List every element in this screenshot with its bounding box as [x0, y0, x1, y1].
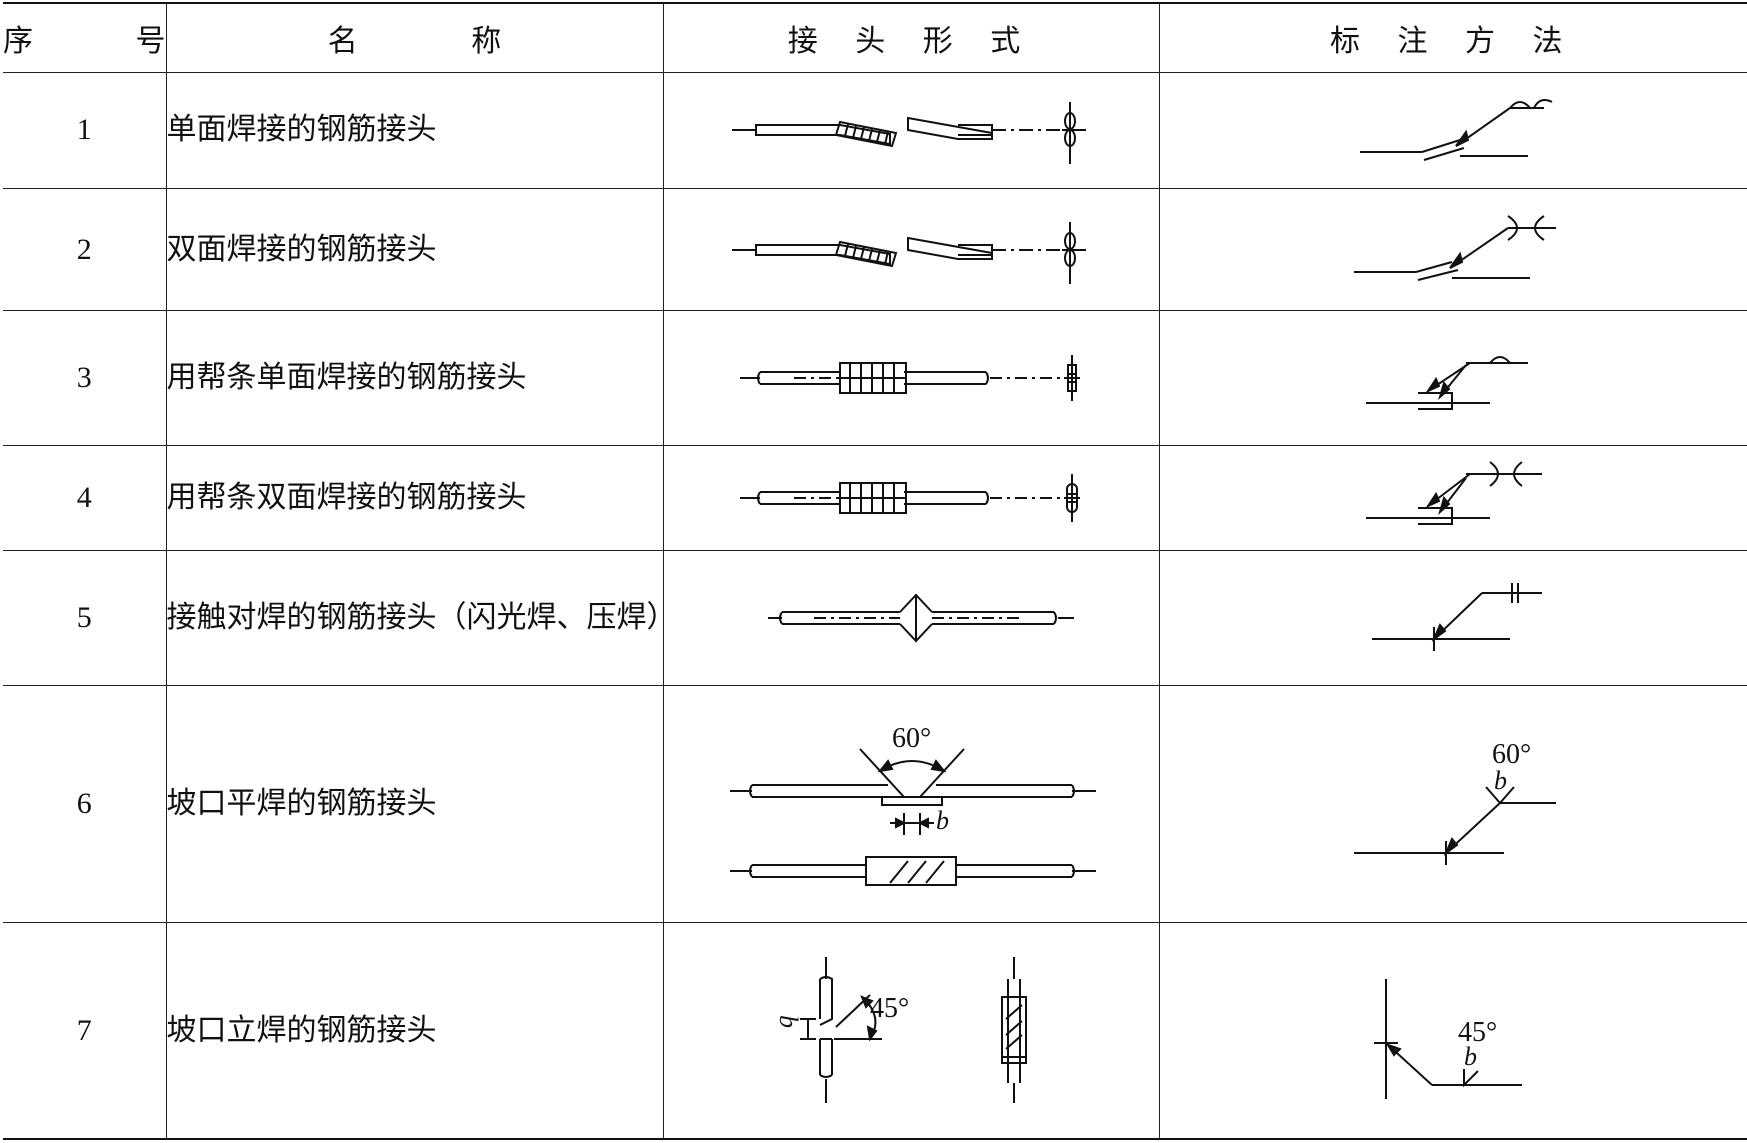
annotation-cell: 60° b — [1158, 684, 1747, 924]
header-method: 标 注 方 法 — [1158, 1, 1747, 73]
joint-form-cell — [662, 549, 1160, 686]
annotation-cell — [1158, 71, 1747, 190]
row-number: 4 — [3, 445, 167, 551]
splice-bar-single-weld-joint-drawing — [739, 355, 1080, 402]
row-name: 坡口平焊的钢筋接头 — [165, 684, 664, 924]
gap-b-label: b — [936, 806, 949, 835]
single-side-weld-symbol-drawing — [1359, 99, 1552, 162]
double-side-weld-joint-drawing — [731, 221, 1086, 284]
gap-b-label: b — [1494, 766, 1507, 795]
row-number: 6 — [3, 684, 167, 924]
gap-b-label: b — [1464, 1042, 1477, 1071]
splice-bar-single-weld-symbol-drawing — [1365, 356, 1528, 411]
groove-vertical-weld-joint-drawing: b 45° — [774, 956, 1027, 1103]
splice-bar-double-weld-symbol-drawing — [1365, 461, 1542, 525]
row-name: 用帮条单面焊接的钢筋接头 — [165, 310, 664, 447]
flash-butt-weld-symbol-drawing — [1371, 582, 1542, 651]
annotation-cell — [1158, 549, 1747, 686]
annotation-cell — [1158, 188, 1747, 312]
table-row: 7 坡口立焊的钢筋接头 b 45° — [3, 922, 1747, 1141]
row-number: 7 — [3, 922, 167, 1141]
groove-vertical-weld-symbol-drawing: 45° b — [1373, 978, 1522, 1099]
double-side-weld-symbol-drawing — [1353, 214, 1556, 281]
annotation-cell — [1158, 445, 1747, 551]
row-number: 3 — [3, 310, 167, 447]
single-side-weld-joint-drawing — [731, 102, 1086, 165]
row-name: 坡口立焊的钢筋接头 — [165, 922, 664, 1141]
table-row: 1 单面焊接的钢筋接头 — [3, 71, 1747, 190]
joint-form-cell — [662, 310, 1160, 447]
joint-form-cell — [662, 445, 1160, 551]
row-name: 用帮条双面焊接的钢筋接头 — [165, 445, 664, 551]
row-name: 单面焊接的钢筋接头 — [165, 71, 664, 190]
row-name: 双面焊接的钢筋接头 — [165, 188, 664, 312]
table-row: 6 坡口平焊的钢筋接头 60° b — [3, 684, 1747, 924]
header-row: 序 号 名 称 接 头 形 式 标 注 方 法 — [3, 1, 1747, 73]
joint-form-cell — [662, 71, 1160, 190]
splice-bar-double-weld-joint-drawing — [739, 474, 1080, 522]
joint-form-cell: b 45° — [662, 922, 1160, 1141]
angle-60-label: 60° — [892, 723, 931, 754]
header-form: 接 头 形 式 — [662, 1, 1160, 73]
table-row: 2 双面焊接的钢筋接头 — [3, 188, 1747, 312]
joint-form-cell — [662, 188, 1160, 312]
table-row: 4 用帮条双面焊接的钢筋接头 — [3, 445, 1747, 551]
angle-60-label: 60° — [1492, 739, 1531, 770]
joint-form-cell: 60° b — [662, 684, 1160, 924]
header-seq: 序 号 — [3, 1, 167, 73]
weld-joint-table: 序 号 名 称 接 头 形 式 标 注 方 法 1 单面焊接的钢筋接头 — [3, 1, 1747, 1141]
table-row: 5 接触对焊的钢筋接头（闪光焊、压焊） — [3, 549, 1747, 686]
table-row: 3 用帮条单面焊接的钢筋接头 — [3, 310, 1747, 447]
annotation-cell — [1158, 310, 1747, 447]
annotation-cell: 45° b — [1158, 922, 1747, 1141]
groove-flat-weld-joint-drawing: 60° b — [729, 723, 1096, 887]
row-number: 5 — [3, 549, 167, 686]
header-name: 名 称 — [165, 1, 664, 73]
row-number: 1 — [3, 71, 167, 190]
row-number: 2 — [3, 188, 167, 312]
row-name: 接触对焊的钢筋接头（闪光焊、压焊） — [165, 549, 664, 686]
angle-45-label: 45° — [870, 993, 909, 1024]
flash-butt-weld-joint-drawing — [767, 593, 1074, 643]
gap-b-label: b — [774, 1015, 803, 1028]
groove-flat-weld-symbol-drawing: 60° b — [1353, 739, 1556, 866]
angle-45-label: 45° — [1458, 1017, 1497, 1048]
